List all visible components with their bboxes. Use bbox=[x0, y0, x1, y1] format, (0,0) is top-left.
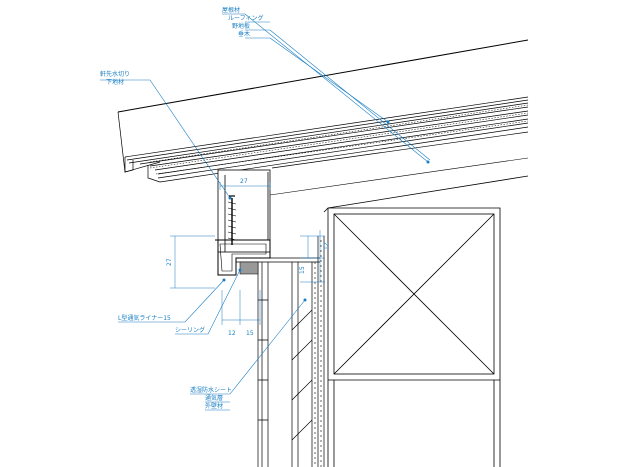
label-exterior-wall: 外壁材 bbox=[205, 402, 223, 410]
label-sealing: シーリング bbox=[175, 326, 205, 334]
label-base-material: 下地材 bbox=[106, 78, 124, 86]
label-sheathing: 野地板 bbox=[232, 22, 250, 30]
label-ventilation-layer: 通気層 bbox=[205, 394, 223, 402]
label-roofing: ルーフィング bbox=[228, 14, 264, 22]
sealant-bead bbox=[239, 261, 259, 275]
wall-section bbox=[236, 236, 325, 467]
wall-labels: 透湿防水シート 通気層 外壁材 bbox=[190, 386, 232, 410]
leader-lines bbox=[100, 13, 431, 411]
label-waterproof-sheet: 透湿防水シート bbox=[190, 386, 232, 394]
dim-top-width: 27 bbox=[240, 178, 248, 185]
roofing-texture bbox=[149, 104, 529, 175]
ventilation-layer bbox=[314, 240, 322, 467]
dim-right-lower: 15 bbox=[299, 266, 306, 274]
label-l-liner: L型通気ライナー15 bbox=[118, 314, 171, 322]
flashing-labels: 軒先水切り 下地材 bbox=[100, 70, 130, 86]
dimension-lines bbox=[170, 182, 325, 325]
roof-labels: 屋根材 ルーフィング 野地板 垂木 bbox=[222, 6, 264, 38]
beam-section bbox=[323, 175, 529, 467]
label-roof-material: 屋根材 bbox=[222, 6, 240, 14]
dim-right-upper: 12 bbox=[323, 242, 330, 250]
leader-dots bbox=[222, 120, 430, 302]
dim-left-height: 27 bbox=[166, 258, 173, 266]
label-rafter: 垂木 bbox=[238, 30, 250, 38]
dimension-texts: 27 27 12 15 12 15 bbox=[166, 178, 330, 337]
label-eave-flashing: 軒先水切り bbox=[100, 70, 130, 78]
dim-bottom-right: 15 bbox=[246, 330, 254, 337]
dim-bottom-left: 12 bbox=[228, 330, 236, 337]
fascia-block bbox=[215, 169, 271, 276]
roof-assembly bbox=[117, 39, 529, 196]
